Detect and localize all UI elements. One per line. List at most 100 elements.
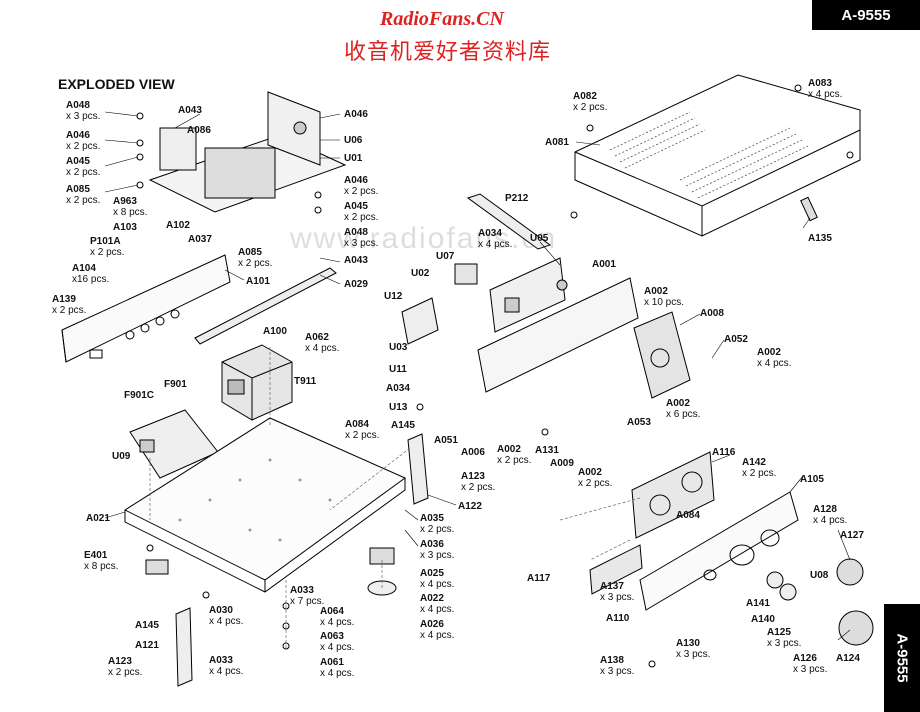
part-code: A127 xyxy=(840,530,864,541)
part-qty: x 4 pcs. xyxy=(808,89,843,100)
part-code: A063 xyxy=(320,631,344,642)
part-code: A124 xyxy=(836,653,860,664)
part-code: A082 xyxy=(573,91,597,102)
callout-A105: A105 xyxy=(800,474,824,485)
callout-U01: U01 xyxy=(344,153,362,164)
part-qty: x 4 pcs. xyxy=(305,343,340,354)
part-qty: x 2 pcs. xyxy=(573,102,608,113)
part-code: A110 xyxy=(606,613,630,624)
part-code: A022 xyxy=(420,593,444,604)
part-code: A064 xyxy=(320,606,344,617)
part-qty: x 2 pcs. xyxy=(344,186,379,197)
part-code: A036 xyxy=(420,539,444,550)
model-badge-text: A-9555 xyxy=(841,6,891,24)
part-code: A030 xyxy=(209,605,233,616)
part-qty: x 2 pcs. xyxy=(108,667,143,678)
callout-A043-right: A043 xyxy=(344,255,368,266)
transformer xyxy=(221,344,293,421)
part-qty: x 3 pcs. xyxy=(600,592,635,603)
callout-A021: A021 xyxy=(86,513,110,524)
callout-A135: A135 xyxy=(808,233,832,244)
part-qty: x 2 pcs. xyxy=(345,430,380,441)
side-tab: A-9555 xyxy=(884,604,920,712)
part-code: U07 xyxy=(436,251,455,262)
callout-A101: A101 xyxy=(246,276,270,287)
part-code: A105 xyxy=(800,474,824,485)
part-code: A085 xyxy=(238,247,262,258)
part-code: A084 xyxy=(345,419,369,430)
callout-P212: P212 xyxy=(505,193,528,204)
part-code: A009 xyxy=(550,458,574,469)
chassis xyxy=(123,417,406,593)
part-code: A137 xyxy=(600,581,624,592)
part-code: P212 xyxy=(505,193,529,204)
part-qty: x 4 pcs. xyxy=(757,358,792,369)
part-code: U05 xyxy=(530,233,549,244)
part-qty: x 2 pcs. xyxy=(90,247,125,258)
part-qty: x 3 pcs. xyxy=(600,666,635,677)
part-qty: x 2 pcs. xyxy=(497,455,532,466)
part-code: A963 xyxy=(113,196,137,207)
rear-panel xyxy=(61,254,231,363)
part-code: A135 xyxy=(808,233,832,244)
callout-A122: A122 xyxy=(458,501,482,512)
part-code: A123 xyxy=(461,471,485,482)
callout-A046-top: A046 xyxy=(344,109,368,120)
part-code: A002 xyxy=(666,398,690,409)
callout-A051: A051 xyxy=(434,435,458,446)
part-qty: x 4 pcs. xyxy=(320,668,355,679)
callout-U06: U06 xyxy=(344,135,362,146)
part-code: A046 xyxy=(66,130,90,141)
part-code: U08 xyxy=(810,570,829,581)
part-qty: x 2 pcs. xyxy=(238,258,273,269)
callout-A121: A121 xyxy=(135,640,159,651)
callout-A081: A081 xyxy=(545,137,569,148)
callout-A034-left: A034 xyxy=(386,383,410,394)
callout-A140: A140 xyxy=(751,614,775,625)
part-qty: x 2 pcs. xyxy=(578,478,613,489)
part-qty: x 4 pcs. xyxy=(813,515,848,526)
part-code: A043 xyxy=(178,105,202,116)
part-code: U09 xyxy=(112,451,131,462)
callout-A103: A103 xyxy=(113,222,137,233)
part-code: U03 xyxy=(389,342,408,353)
part-code: A085 xyxy=(66,184,90,195)
site-title: RadioFans.CN xyxy=(380,8,504,30)
callout-A116: A116 xyxy=(712,447,735,458)
part-qty: x 8 pcs. xyxy=(84,561,119,572)
part-code: A100 xyxy=(263,326,287,337)
part-code: A046 xyxy=(344,175,368,186)
part-code: T911 xyxy=(294,376,317,387)
callout-A043-left: A043 xyxy=(178,105,202,116)
part-code: A002 xyxy=(644,286,668,297)
part-code: A121 xyxy=(135,640,159,651)
callout-F901C: F901C xyxy=(124,390,154,401)
callout-A029: A029 xyxy=(344,279,368,290)
part-qty: x 4 pcs. xyxy=(320,617,355,628)
part-qty: x 4 pcs. xyxy=(420,630,455,641)
callout-U07: U07 xyxy=(436,251,454,262)
part-code: A104 xyxy=(72,263,96,274)
part-code: A037 xyxy=(188,234,212,245)
part-code: U06 xyxy=(344,135,363,146)
part-qty: x 2 pcs. xyxy=(66,195,101,206)
part-code: A046 xyxy=(344,109,368,120)
part-qty: x 4 pcs. xyxy=(320,642,355,653)
